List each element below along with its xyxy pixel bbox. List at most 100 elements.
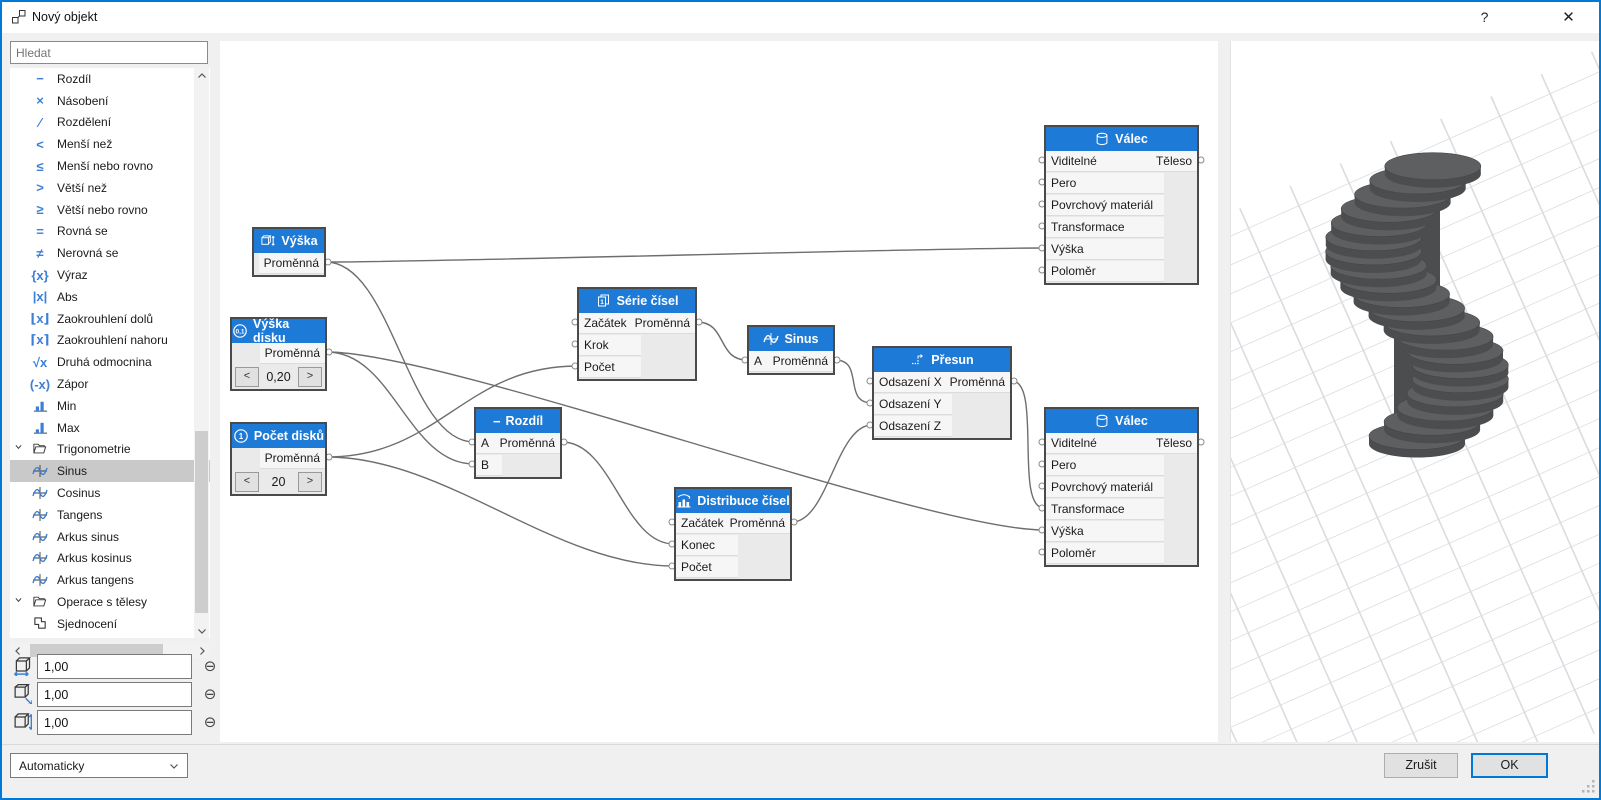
decrease-button[interactable]: ⊖ xyxy=(203,714,217,731)
node-header[interactable]: −Rozdíl xyxy=(476,409,560,433)
scrollbar-thumb[interactable] xyxy=(195,431,208,613)
scroll-left-icon[interactable] xyxy=(10,643,25,658)
catalog-item-n-soben-[interactable]: ×Násobení xyxy=(10,90,210,112)
input-port-label[interactable]: Viditelné xyxy=(1046,433,1164,454)
input-port-label[interactable]: Výška xyxy=(1046,239,1164,260)
catalog-item-men-nebo-rovno[interactable]: ≤Menší nebo rovno xyxy=(10,155,210,177)
input-port-label[interactable]: B xyxy=(476,455,502,476)
decrease-button[interactable]: ⊖ xyxy=(203,658,217,675)
stepper-value[interactable]: 0,20 xyxy=(266,370,291,384)
input-port-label[interactable]: Pero xyxy=(1046,173,1164,194)
input-port-label[interactable]: Viditelné xyxy=(1046,151,1164,172)
node-header[interactable]: Distribuce čísel xyxy=(676,489,790,513)
catalog-item-zaokrouhlen-dol-[interactable]: ⌊x⌋Zaokrouhlení dolů xyxy=(10,308,210,330)
stepper-value[interactable]: 20 xyxy=(271,475,286,489)
input-port-label[interactable]: Začátek xyxy=(579,313,641,334)
input-port-label[interactable]: Počet xyxy=(676,557,738,578)
catalog-item-tangens[interactable]: Tangens xyxy=(10,504,210,526)
output-port-label[interactable]: Těleso xyxy=(1150,151,1197,172)
input-port-label[interactable]: Odsazení Z xyxy=(874,416,952,437)
catalog-item-v-t-nebo-rovno[interactable]: ≥Větší nebo rovno xyxy=(10,199,210,221)
chevron-down-icon[interactable] xyxy=(14,595,28,609)
output-port-label[interactable]: Proměnná xyxy=(259,448,325,469)
input-port-label[interactable]: Pero xyxy=(1046,455,1164,476)
catalog-item-men-ne-[interactable]: <Menší než xyxy=(10,133,210,155)
catalog-item-arkus-kosinus[interactable]: Arkus kosinus xyxy=(10,548,210,570)
catalog-item-rozd-l[interactable]: −Rozdíl xyxy=(10,68,210,90)
input-port-label[interactable]: Transformace xyxy=(1046,217,1164,238)
output-port-label[interactable]: Proměnná xyxy=(944,372,1010,393)
catalog-item-rovn-se[interactable]: =Rovná se xyxy=(10,221,210,243)
output-port-label[interactable]: Proměnná xyxy=(258,253,324,274)
catalog-item-operace-s-t-lesy[interactable]: Operace s tělesy xyxy=(10,591,210,613)
node-header[interactable]: Válec xyxy=(1046,409,1197,433)
input-port-label[interactable]: Konec xyxy=(676,535,738,556)
ok-button[interactable]: OK xyxy=(1471,753,1548,778)
input-port-label[interactable]: Krok xyxy=(579,335,641,356)
catalog-item-max[interactable]: Max xyxy=(10,417,210,439)
catalog-vertical-scrollbar[interactable] xyxy=(194,68,209,638)
output-port-label[interactable]: Proměnná xyxy=(494,433,560,454)
help-button[interactable]: ? xyxy=(1480,9,1489,25)
stepper-increase-button[interactable]: > xyxy=(298,472,322,492)
catalog-item-sjednocen-[interactable]: Sjednocení xyxy=(10,613,210,635)
preview-viewport-3d[interactable] xyxy=(1230,41,1599,742)
input-port-label[interactable]: Odsazení Y xyxy=(874,394,952,415)
output-port-label[interactable]: Proměnná xyxy=(767,351,833,372)
catalog-item-v-t-ne-[interactable]: >Větší než xyxy=(10,177,210,199)
input-port-label[interactable]: Začátek xyxy=(676,513,738,534)
decrease-button[interactable]: ⊖ xyxy=(203,686,217,703)
catalog-item-rozd-len-[interactable]: ∕Rozdělení xyxy=(10,112,210,134)
output-port-label[interactable]: Proměnná xyxy=(259,343,325,364)
mode-dropdown[interactable]: Automaticky xyxy=(10,753,188,778)
catalog-item-nerovn-se[interactable]: ≠Nerovná se xyxy=(10,242,210,264)
catalog-item-arkus-tangens[interactable]: Arkus tangens xyxy=(10,569,210,591)
dimension-value-input[interactable] xyxy=(37,682,192,707)
resize-grip[interactable] xyxy=(1582,780,1596,794)
stepper-increase-button[interactable]: > xyxy=(298,367,322,387)
catalog-item-min[interactable]: Min xyxy=(10,395,210,417)
input-port-label[interactable]: Počet xyxy=(579,357,641,378)
node-header[interactable]: Sinus xyxy=(749,327,833,351)
input-port-label[interactable]: Odsazení X xyxy=(874,372,952,393)
input-port-label[interactable]: Poloměr xyxy=(1046,543,1164,564)
catalog-item-v-raz[interactable]: {x}Výraz xyxy=(10,264,210,286)
output-port-label[interactable]: Těleso xyxy=(1150,433,1197,454)
dimension-value-input[interactable] xyxy=(37,654,192,679)
scroll-up-icon[interactable] xyxy=(194,68,209,83)
input-port-label[interactable]: Povrchový materiál xyxy=(1046,195,1164,216)
close-button[interactable]: ✕ xyxy=(1562,9,1575,26)
input-port-label[interactable]: Poloměr xyxy=(1046,261,1164,282)
node-header[interactable]: Přesun xyxy=(874,348,1010,372)
input-port-label[interactable]: Výška xyxy=(1046,521,1164,542)
catalog-item-trigonometrie[interactable]: Trigonometrie xyxy=(10,439,210,461)
output-port-label[interactable]: Proměnná xyxy=(629,313,695,334)
catalog-item-z-por[interactable]: (-x)Zápor xyxy=(10,373,210,395)
catalog-item-zaokrouhlen-nahoru[interactable]: ⌈x⌉Zaokrouhlení nahoru xyxy=(10,330,210,352)
cancel-button[interactable]: Zrušit xyxy=(1384,753,1458,778)
stepper-decrease-button[interactable]: < xyxy=(235,472,259,492)
output-port-label[interactable]: Proměnná xyxy=(724,513,790,534)
input-port-label[interactable]: Transformace xyxy=(1046,499,1164,520)
catalog-item-arkus-sinus[interactable]: Arkus sinus xyxy=(10,526,210,548)
input-port-label[interactable]: Povrchový materiál xyxy=(1046,477,1164,498)
catalog-item-sinus[interactable]: Sinus xyxy=(10,460,210,483)
scrollbar-thumb[interactable] xyxy=(30,644,163,657)
catalog-item-abs[interactable]: |x|Abs xyxy=(10,286,210,308)
node-header[interactable]: Výška xyxy=(254,229,324,253)
scroll-right-icon[interactable] xyxy=(194,643,209,658)
